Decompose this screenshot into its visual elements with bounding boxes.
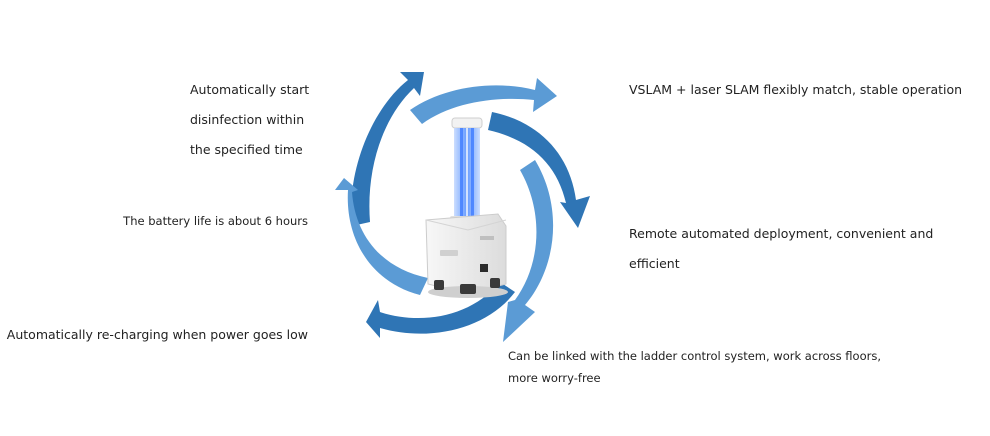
- feature-auto-start-line-2: disinfection within: [190, 112, 305, 127]
- arrow-top-right: [410, 78, 557, 124]
- feature-ladder-line-1: Can be linked with the ladder control sy…: [508, 349, 881, 363]
- arrow-bottom: [366, 282, 515, 338]
- feature-auto-start-line-3: the specified time: [190, 142, 303, 157]
- feature-recharge-line-1: Automatically re-charging when power goe…: [6, 327, 308, 342]
- feature-vslam: VSLAM + laser SLAM flexibly match, stabl…: [629, 75, 962, 105]
- arrow-top-left: [351, 72, 424, 226]
- feature-auto-start: Automatically start disinfection within …: [190, 75, 309, 165]
- arrow-right: [488, 112, 590, 228]
- arrow-left: [335, 178, 428, 295]
- feature-remote-deployment: Remote automated deployment, convenient …: [629, 219, 933, 279]
- feature-remote-line-1: Remote automated deployment, convenient …: [629, 226, 934, 241]
- arrow-bottom-right: [503, 160, 554, 342]
- feature-ladder-control: Can be linked with the ladder control sy…: [508, 345, 881, 389]
- feature-ladder-line-2: more worry-free: [508, 371, 601, 385]
- feature-auto-start-line-1: Automatically start: [190, 82, 310, 97]
- feature-vslam-line-1: VSLAM + laser SLAM flexibly match, stabl…: [629, 82, 963, 97]
- feature-remote-line-2: efficient: [629, 256, 680, 271]
- disinfection-robot-image: [425, 117, 508, 298]
- feature-battery-line-1: The battery life is about 6 hours: [123, 214, 308, 228]
- feature-auto-recharge: Automatically re-charging when power goe…: [7, 320, 308, 350]
- feature-battery: The battery life is about 6 hours: [123, 210, 308, 232]
